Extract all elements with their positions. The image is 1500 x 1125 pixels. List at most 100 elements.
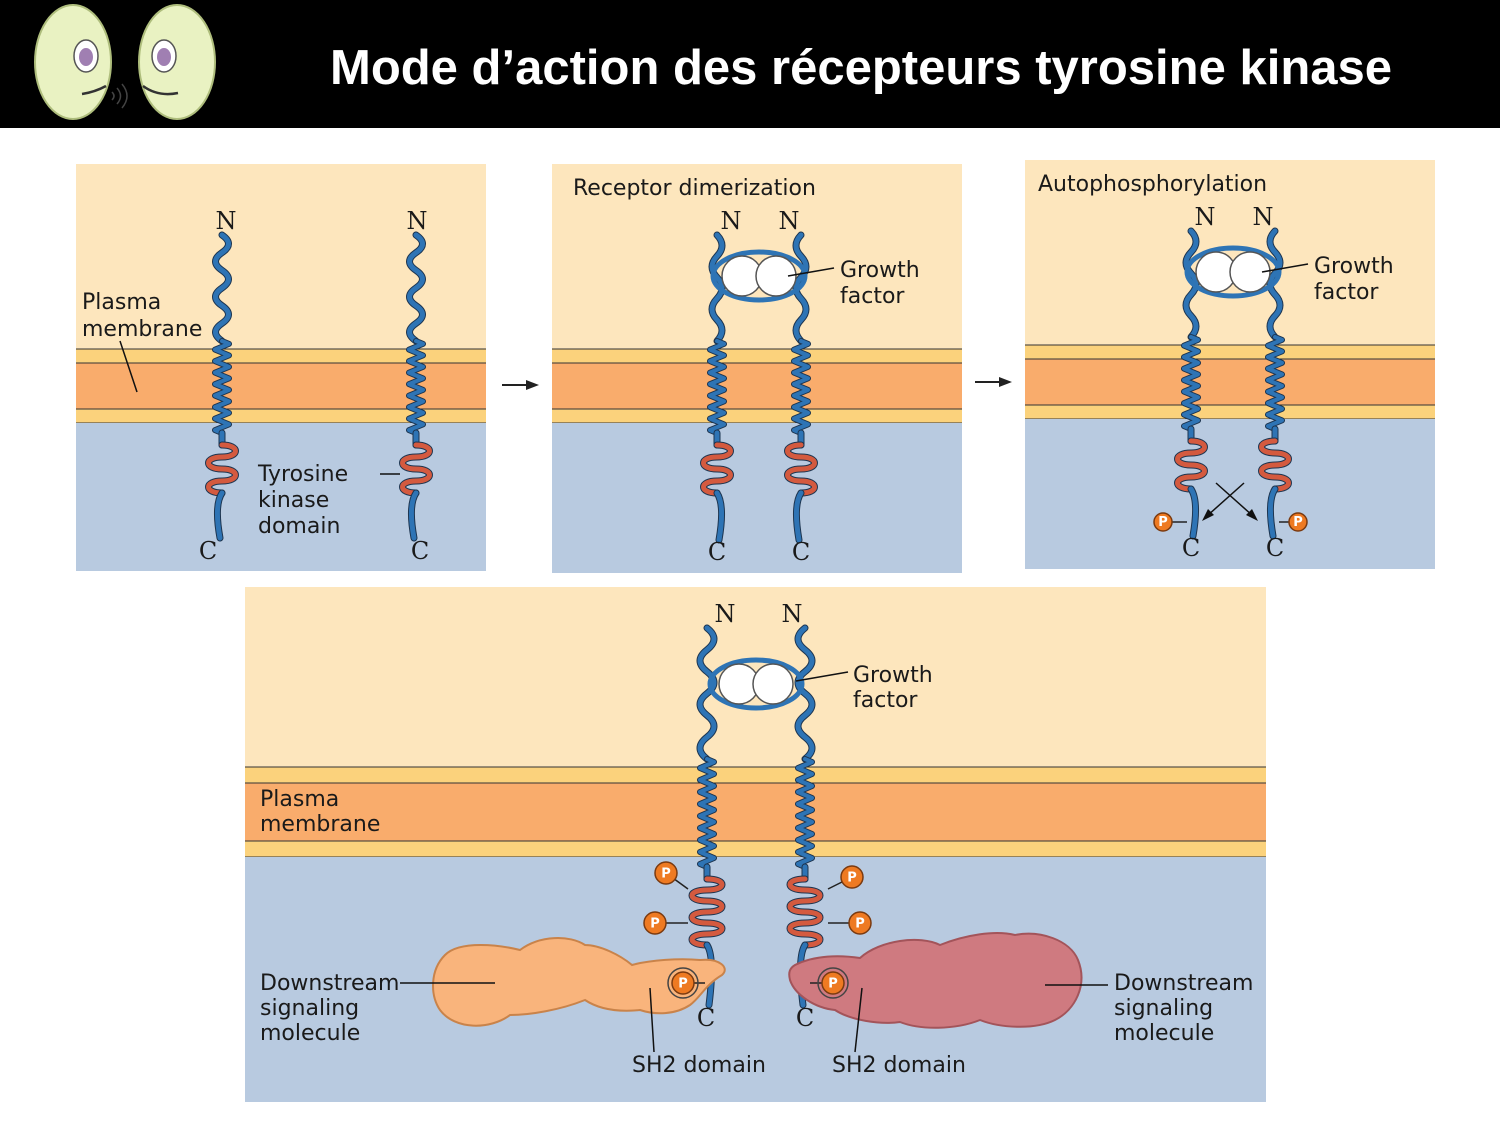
phosphate-circle [848,911,872,935]
c-terminus-label: C [1266,534,1284,562]
header-bar [0,0,1500,128]
transmembrane-domain [708,339,726,435]
c-terminus-label: C [411,537,429,565]
plasma-membrane-label: membrane [82,317,202,342]
phosphate-group-icon: P [810,971,845,995]
growth-factor-label: Growth [840,258,920,283]
growth-factor-subunit [1229,251,1271,293]
phosphate-label: P [661,867,671,882]
downstream-molecule-right [788,932,1083,1029]
extracellular-domain [407,232,425,344]
phosphate-group-icon: P [1153,512,1187,532]
plasma-membrane-label: Plasma [82,290,161,315]
phosphate-group-icon: P [643,911,688,935]
growth-factor-icon [707,657,805,711]
plasma-membrane-label: membrane [260,812,380,837]
downstream-molecule-left [432,937,726,1027]
panel-title: Autophosphorylation [1038,172,1267,197]
phosphate-label: P [847,871,857,886]
extracellular-domain [795,625,815,762]
phosphate-circle [1153,512,1173,532]
phosphate-group-icon: P [671,971,705,995]
kinase-domain [785,442,817,496]
n-terminus-label: N [216,207,237,235]
phosphate-label: P [650,917,660,932]
receptor-chain [1258,227,1292,540]
growth-factor-label: Growth [1314,254,1394,279]
growth-factor-label: Growth [853,663,933,688]
c-terminal-tail [214,490,225,541]
n-terminus-label: N [715,600,736,628]
tyrosine-kinase-label: domain [258,514,340,539]
c-terminal-tail [408,490,419,541]
n-terminus-label: N [782,600,803,628]
transmembrane-domain [1182,335,1200,431]
downstream-molecule-label: Downstream [260,971,399,996]
growth-factor-icon [710,249,808,303]
downstream-molecule-label: molecule [260,1021,360,1046]
sh2-domain-label: SH2 domain [632,1053,766,1078]
downstream-molecule-label: signaling [1114,996,1213,1021]
downstream-molecule-label: molecule [1114,1021,1214,1046]
extracellular-domain [697,625,717,762]
phosphate-group-icon: P [828,911,872,935]
c-terminal-tail [793,490,804,543]
kinase-domain [1259,438,1291,492]
kinase-domain [206,442,238,496]
downstream-molecule-label: signaling [260,996,359,1021]
c-terminal-tail [1267,486,1278,539]
n-terminus-label: N [407,207,428,235]
page-title: Mode d’action des récepteurs tyrosine ki… [330,41,1393,95]
phosphate-group-icon: P [827,865,864,890]
panel-autophosphorylation [1025,160,1435,569]
c-terminus-label: C [796,1004,814,1032]
receptor-binding-pocket [707,657,805,711]
n-terminus-label: N [1195,203,1216,231]
receptor-chain [700,231,734,544]
panel-receptor-dimerization [552,164,962,573]
extracellular-domain [213,232,231,344]
mascot-logo-icon [34,4,216,120]
phosphate-circle [840,865,864,889]
c-terminal-tail [1188,486,1199,539]
tyrosine-kinase-label: Tyrosine [257,462,348,487]
phosphate-circle [1288,512,1308,532]
phosphate-label: P [828,977,838,992]
panel-title: Receptor dimerization [573,176,816,201]
growth-factor-label: factor [840,284,905,309]
phosphate-label: P [855,917,865,932]
receptor-chains [205,227,1292,1009]
n-terminus-label: N [721,207,742,235]
arrow-right-icon [975,377,1012,387]
phosphate-circle [643,911,667,935]
sh2-binding-ring [667,967,699,999]
kinase-domain [701,442,733,496]
kinase-domain [689,876,725,948]
n-terminus-label: N [1253,203,1274,231]
growth-factor-label: factor [853,688,918,713]
phosphate-groups: P P P P P P P P [643,512,1308,999]
transmembrane-domain [796,757,814,869]
panel-downstream-signaling [245,587,1266,1102]
transmembrane-domain [407,339,425,435]
arrow-right-icon [502,380,539,390]
phosphate-label: P [1293,515,1303,530]
kinase-domain [400,442,432,496]
c-terminus-label: C [708,538,726,566]
kinase-domain [1175,438,1207,492]
sh2-binding-ring [817,967,849,999]
phosphate-label: P [678,977,688,992]
receptor-binding-pocket [710,249,808,303]
receptor-chain [399,231,433,542]
receptor-chain [205,231,239,542]
phosphate-circle [654,861,678,885]
growth-factor-subunit [755,255,797,297]
phosphate-circle [671,971,695,995]
transmembrane-domain [792,339,810,435]
c-terminus-label: C [199,537,217,565]
c-terminal-tail [714,490,725,543]
transmembrane-domain [698,757,716,869]
phosphate-circle [821,971,845,995]
kinase-domain [787,876,823,948]
